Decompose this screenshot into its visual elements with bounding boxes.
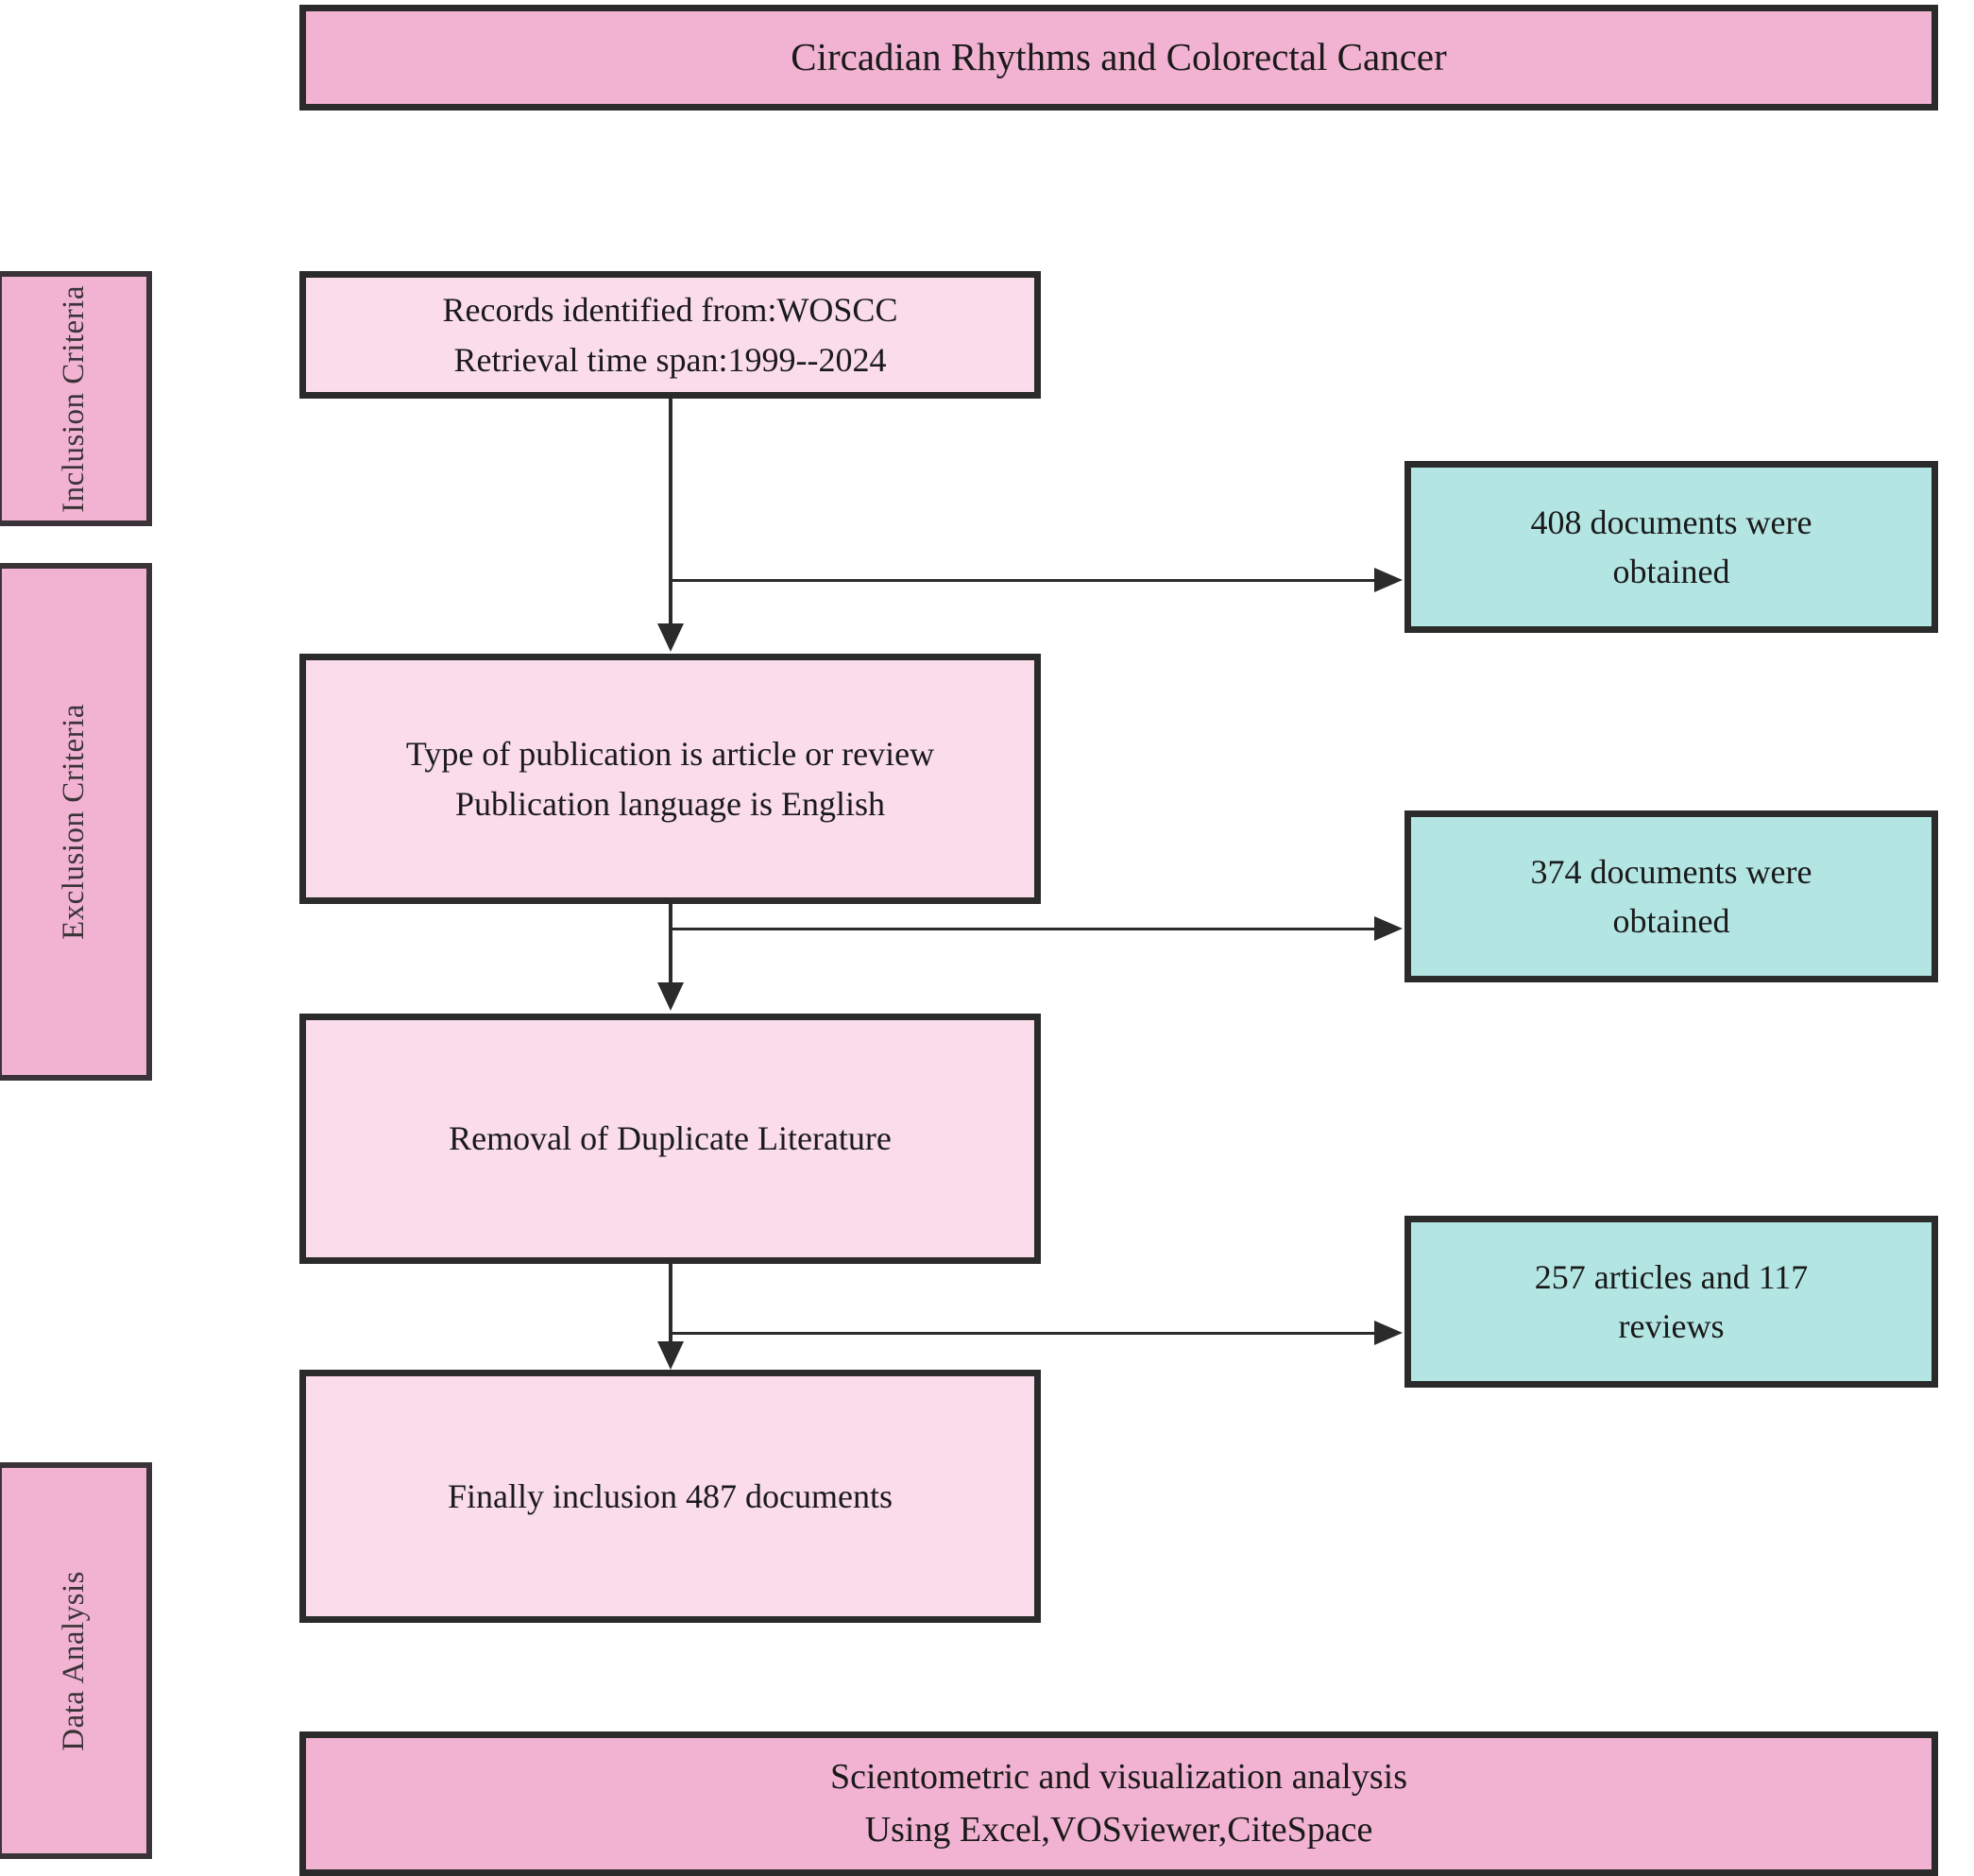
connector-step1-to-step2 (669, 399, 672, 625)
step-box-publication-type: Type of publication is article or review… (299, 654, 1041, 904)
step-line-1: Finally inclusion 487 documents (448, 1476, 893, 1515)
phase-label-data-analysis: Data Analysis (0, 1462, 152, 1859)
step-box-text: Removal of Duplicate Literature (306, 1114, 1034, 1163)
phase-label-text: Exclusion Criteria (57, 703, 91, 941)
result-line-2: obtained (1612, 902, 1730, 940)
result-line-2: obtained (1612, 553, 1730, 590)
arrowhead-step3-to-result3 (1374, 1321, 1403, 1345)
footer-line-1: Scientometric and visualization analysis (829, 1757, 1407, 1798)
step-box-records-identified: Records identified from:WOSCC Retrieval … (299, 271, 1041, 399)
result-box-374-documents: 374 documents were obtained (1404, 810, 1938, 982)
arrowhead-step1-to-step2 (657, 623, 684, 652)
connector-step1-to-result1 (669, 579, 1376, 582)
connector-step2-to-step3 (669, 904, 672, 984)
footer-banner-text: Scientometric and visualization analysis… (306, 1751, 1931, 1855)
phase-label-exclusion-criteria: Exclusion Criteria (0, 563, 152, 1081)
step-line-2: Retrieval time span:1999--2024 (453, 340, 887, 379)
step-line-1: Records identified from:WOSCC (442, 291, 898, 330)
step-line-1: Removal of Duplicate Literature (449, 1119, 892, 1158)
step-box-remove-duplicates: Removal of Duplicate Literature (299, 1014, 1041, 1264)
phase-label-text: Inclusion Criteria (57, 284, 91, 513)
result-box-text: 257 articles and 117 reviews (1411, 1253, 1931, 1351)
connector-step2-to-result2 (669, 928, 1376, 930)
result-box-257-articles-117-reviews: 257 articles and 117 reviews (1404, 1216, 1938, 1388)
result-line-1: 257 articles and 117 (1534, 1257, 1809, 1296)
arrowhead-step2-to-result2 (1374, 916, 1403, 941)
result-box-text: 374 documents were obtained (1411, 847, 1931, 946)
connector-step3-to-result3 (669, 1332, 1376, 1335)
step-box-final-inclusion: Finally inclusion 487 documents (299, 1370, 1041, 1623)
footer-banner-analysis-tools: Scientometric and visualization analysis… (299, 1731, 1938, 1876)
phase-label-inclusion-criteria: Inclusion Criteria (0, 271, 152, 526)
result-line-2: reviews (1618, 1307, 1725, 1345)
result-box-408-documents: 408 documents were obtained (1404, 461, 1938, 633)
step-line-1: Type of publication is article or review (405, 735, 935, 774)
phase-label-text: Data Analysis (57, 1570, 91, 1751)
step-line-2: Publication language is English (455, 784, 885, 823)
footer-line-2: Using Excel,VOSviewer,CiteSpace (864, 1809, 1373, 1850)
connector-step3-to-step4 (669, 1264, 672, 1344)
result-line-1: 408 documents were (1530, 503, 1812, 541)
arrowhead-step3-to-step4 (657, 1341, 684, 1370)
arrowhead-step1-to-result1 (1374, 568, 1403, 592)
diagram-title-banner: Circadian Rhythms and Colorectal Cancer (299, 5, 1938, 111)
step-box-text: Records identified from:WOSCC Retrieval … (306, 285, 1034, 384)
result-line-1: 374 documents were (1530, 852, 1812, 891)
step-box-text: Type of publication is article or review… (306, 729, 1034, 827)
result-box-text: 408 documents were obtained (1411, 498, 1931, 596)
diagram-title: Circadian Rhythms and Colorectal Cancer (791, 35, 1447, 79)
step-box-text: Finally inclusion 487 documents (306, 1472, 1034, 1521)
arrowhead-step2-to-step3 (657, 982, 684, 1011)
